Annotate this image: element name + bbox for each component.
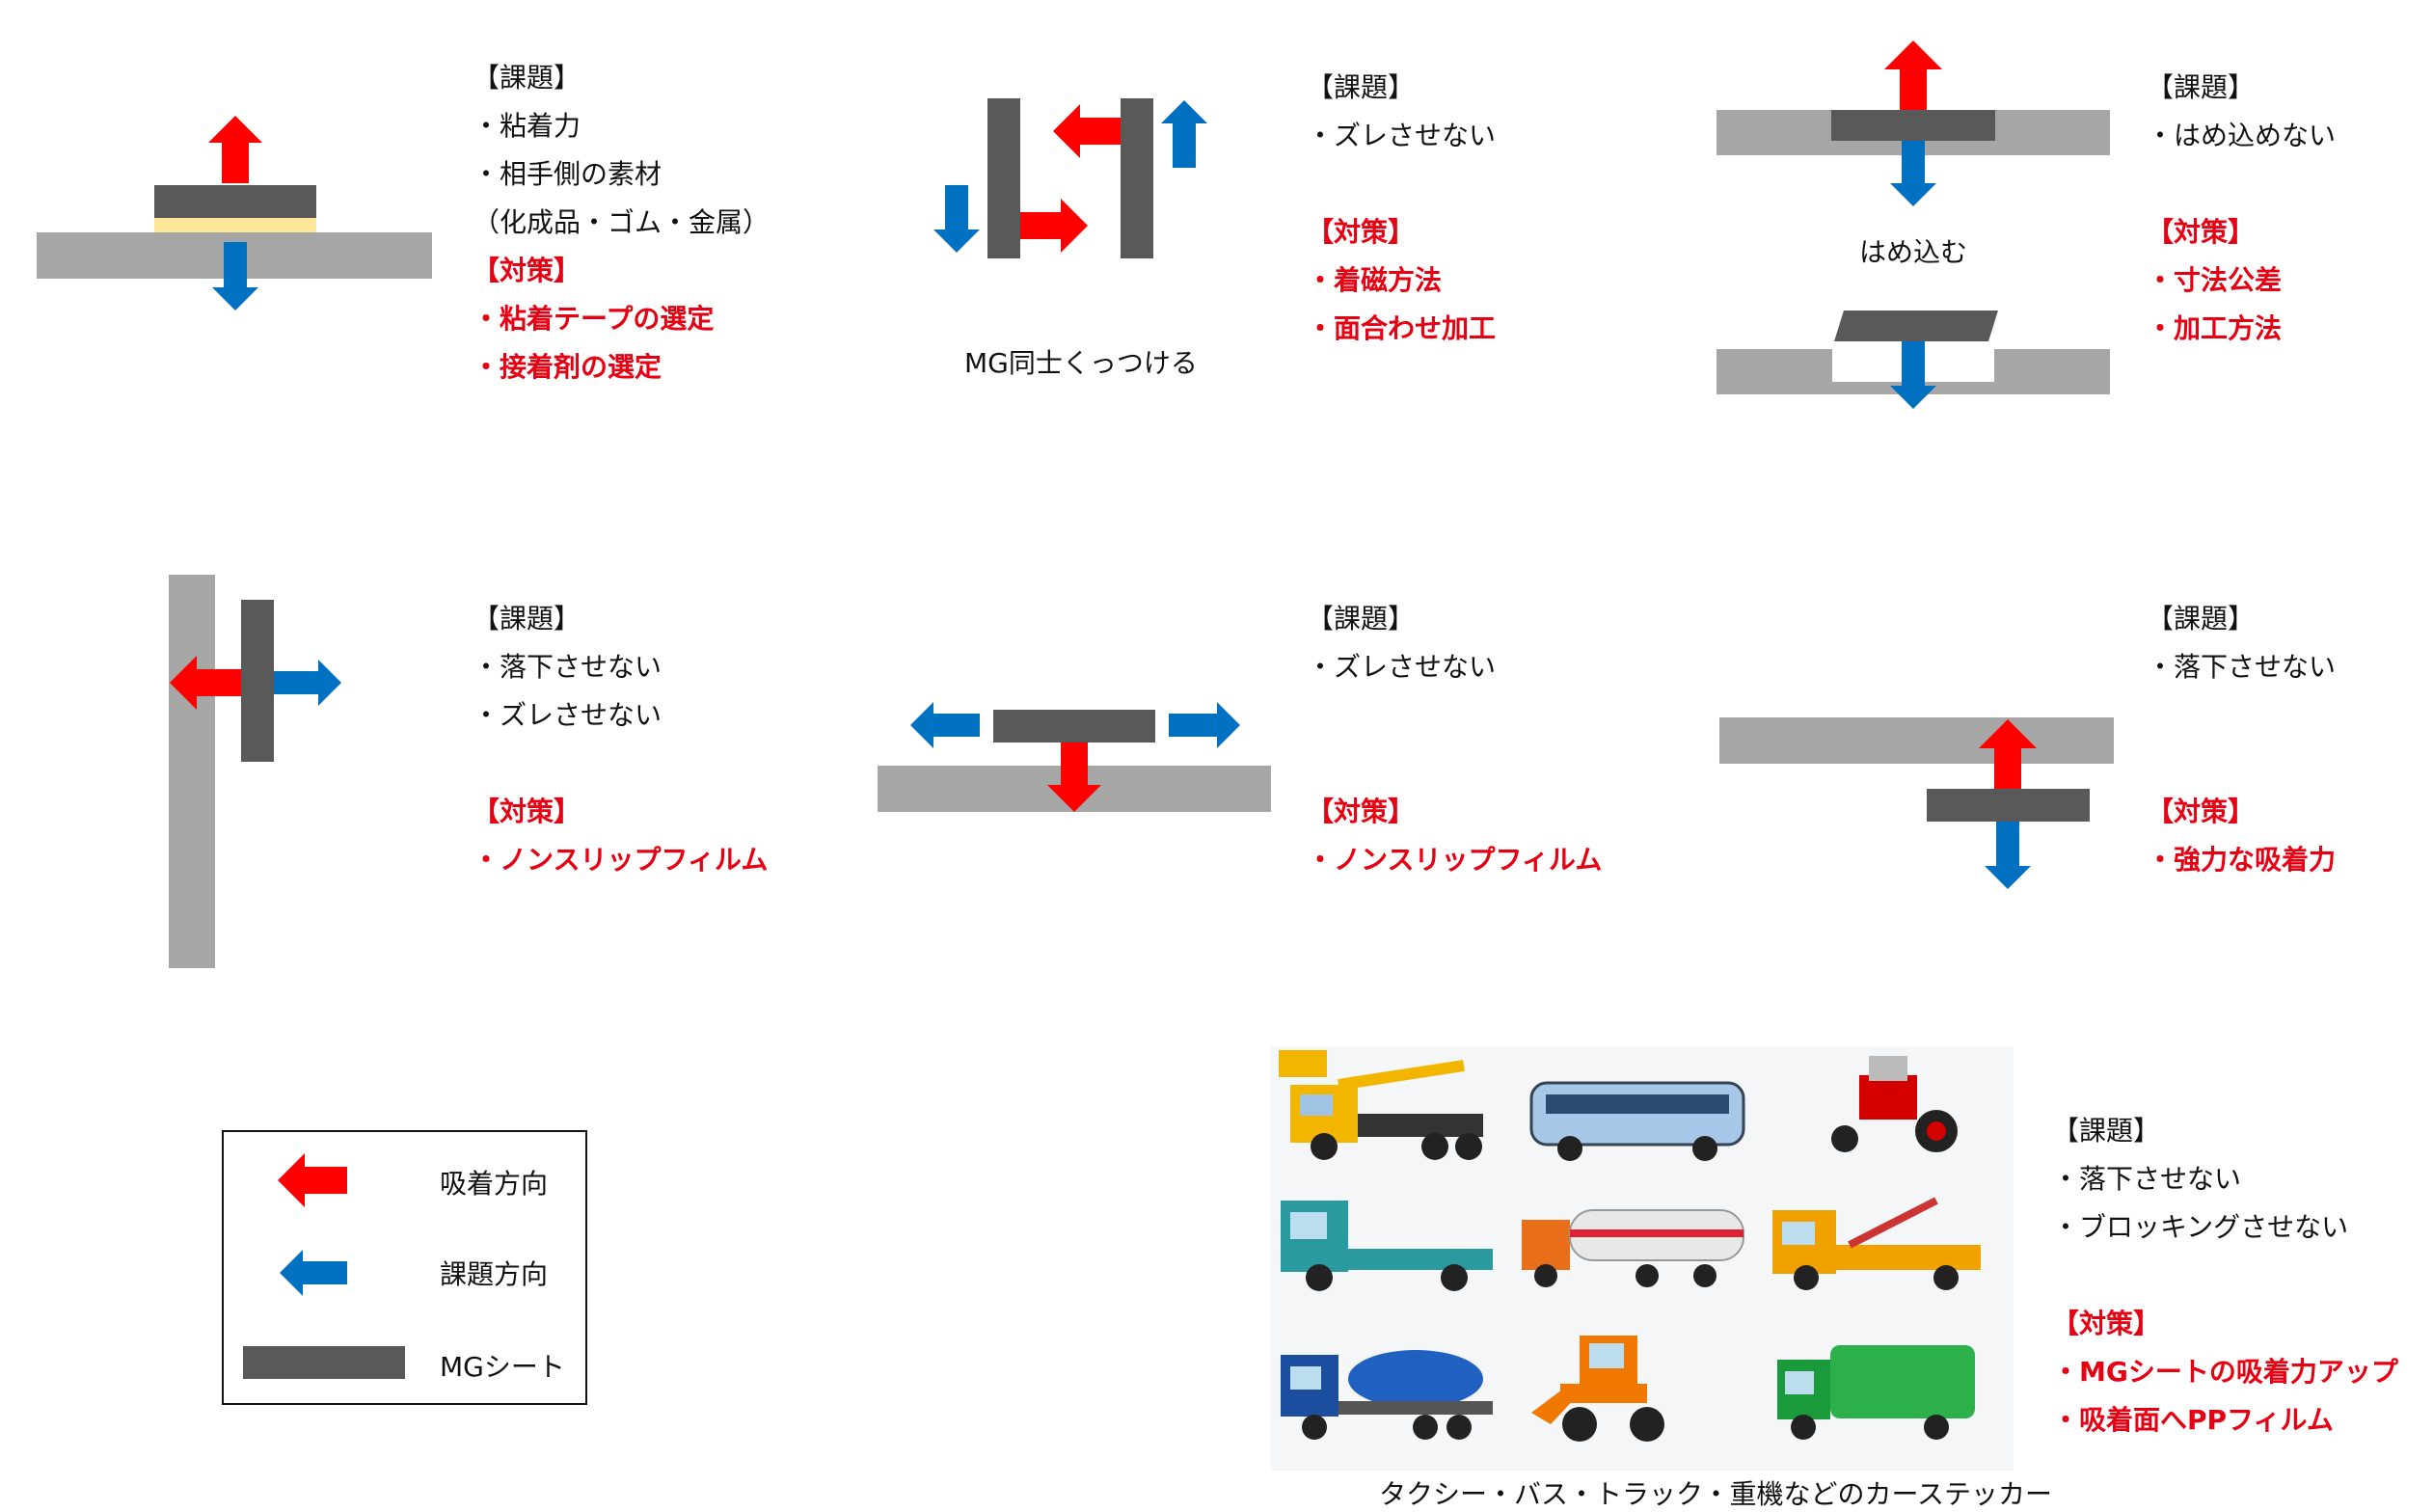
blue-arrow-icon	[1985, 822, 2031, 889]
issue-item: ・ズレさせない	[1307, 651, 1497, 683]
panel-4-illustration	[169, 575, 341, 968]
adhesive-layer	[154, 218, 316, 232]
panel-7-caption: タクシー・バス・トラック・重機などのカーステッカー	[1379, 1478, 2053, 1510]
measure-item: ・強力な吸着力	[2147, 844, 2337, 876]
mg-sheet	[1831, 110, 1995, 141]
legend-icons	[243, 1153, 405, 1379]
measure-item: ・加工方法	[2147, 312, 2283, 344]
blue-arrow-icon	[933, 185, 980, 253]
legend: 吸着方向 課題方向 MGシート	[222, 1130, 587, 1405]
panel-4-text: 【課題】 ・落下させない ・ズレさせない 【対策】 ・ノンスリップフィルム	[473, 595, 768, 884]
wheel-loader-icon	[1531, 1336, 1664, 1442]
garbage-truck-icon	[1777, 1345, 1975, 1440]
measure-item: ・接着剤の選定	[473, 351, 662, 383]
blue-arrow-icon	[1890, 341, 1936, 409]
bus-icon	[1529, 1081, 1745, 1161]
vehicles-illustration	[1271, 1046, 2014, 1471]
issue-item: ・ズレさせない	[1307, 120, 1497, 151]
issue-item: ・はめ込めない	[2147, 120, 2337, 151]
panel-5-illustration	[878, 702, 1271, 812]
panel-3-illustration	[1717, 40, 2110, 409]
issue-header: 【課題】	[473, 603, 581, 634]
measure-item: ・粘着テープの選定	[473, 303, 715, 335]
mixer-truck-icon	[1281, 1350, 1493, 1440]
crane-truck-icon	[1279, 1050, 1483, 1160]
issue-header: 【課題】	[2052, 1115, 2161, 1147]
issue-header: 【課題】	[1307, 71, 1416, 103]
issue-item: ・粘着力	[473, 110, 581, 142]
issue-item: （化成品・ゴム・金属）	[473, 206, 770, 238]
red-arrow-icon	[1979, 719, 2037, 789]
panel-5-text: 【課題】 ・ズレさせない 【対策】 ・ノンスリップフィルム	[1307, 595, 1602, 884]
blue-arrow-icon	[1890, 141, 1936, 206]
measure-item: ・吸着面へPPフィルム	[2052, 1404, 2334, 1436]
red-arrow-icon	[208, 116, 262, 183]
substrate	[169, 575, 215, 968]
panel-3-text: 【課題】 ・はめ込めない 【対策】 ・寸法公差 ・加工方法	[2147, 64, 2336, 353]
measure-header: 【対策】	[1307, 796, 1416, 827]
red-arrow-icon	[278, 1153, 347, 1207]
issue-header: 【課題】	[473, 62, 581, 94]
measure-item: ・MGシートの吸着力アップ	[2052, 1356, 2398, 1388]
blue-arrow-icon	[280, 1250, 347, 1296]
measure-item: ・面合わせ加工	[1307, 312, 1497, 344]
measure-header: 【対策】	[473, 255, 581, 286]
red-arrow-icon	[170, 656, 241, 710]
mg-sheet	[154, 185, 316, 218]
mg-sheet-icon	[243, 1346, 405, 1379]
issue-header: 【課題】	[2147, 603, 2256, 634]
mg-sheet	[987, 98, 1020, 258]
panel-2-caption: MG同士くっつける	[964, 347, 1198, 379]
measure-header: 【対策】	[1307, 216, 1416, 248]
blue-arrow-icon	[1161, 100, 1207, 168]
issue-item: ・落下させない	[473, 651, 662, 683]
legend-label-adhesion: 吸着方向	[440, 1168, 549, 1200]
legend-label-issue: 課題方向	[440, 1258, 549, 1290]
mg-sheet	[1834, 310, 1998, 341]
issue-item: ・落下させない	[2052, 1163, 2242, 1195]
panel-6-illustration	[1719, 717, 2114, 889]
blue-arrow-icon	[1169, 702, 1240, 748]
substrate	[1719, 717, 2114, 764]
red-arrow-icon	[1053, 104, 1121, 158]
mg-sheet	[241, 600, 274, 762]
panel-7-text: 【課題】 ・落下させない ・ブロッキングさせない 【対策】 ・MGシートの吸着力…	[2052, 1107, 2398, 1444]
mg-sheet	[993, 710, 1155, 742]
issue-item: ・落下させない	[2147, 651, 2337, 683]
measure-header: 【対策】	[2147, 216, 2256, 248]
measure-header: 【対策】	[2147, 796, 2256, 827]
issue-item: ・ブロッキングさせない	[2052, 1211, 2349, 1243]
mg-sheet	[1927, 789, 2090, 822]
panel-2-text: 【課題】 ・ズレさせない 【対策】 ・着磁方法 ・面合わせ加工	[1307, 64, 1496, 353]
issue-item: ・相手側の素材	[473, 158, 662, 190]
flatbed-truck-icon	[1281, 1201, 1493, 1291]
measure-header: 【対策】	[473, 796, 581, 827]
crane-cargo-truck-icon	[1772, 1197, 1981, 1290]
panel-1-illustration	[37, 116, 432, 310]
red-arrow-icon	[1047, 742, 1101, 812]
tractor-icon	[1831, 1056, 1958, 1152]
blue-arrow-icon	[212, 242, 258, 310]
legend-label-mg-sheet: MGシート	[440, 1351, 565, 1383]
red-arrow-icon	[1884, 40, 1942, 110]
issue-item: ・ズレさせない	[473, 699, 662, 731]
blue-arrow-icon	[910, 702, 980, 748]
issue-header: 【課題】	[1307, 603, 1416, 634]
tanker-truck-icon	[1522, 1209, 1744, 1287]
red-arrow-icon	[1020, 199, 1088, 253]
measure-item: ・着磁方法	[1307, 264, 1443, 296]
blue-arrow-icon	[274, 660, 341, 706]
panel-1-text: 【課題】 ・粘着力 ・相手側の素材 （化成品・ゴム・金属） 【対策】 ・粘着テー…	[473, 54, 770, 392]
panel-3-caption: はめ込む	[1859, 236, 1968, 268]
measure-item: ・寸法公差	[2147, 264, 2283, 296]
measure-item: ・ノンスリップフィルム	[473, 844, 769, 876]
issue-header: 【課題】	[2147, 71, 2256, 103]
mg-sheet	[1121, 98, 1153, 258]
measure-header: 【対策】	[2052, 1308, 2161, 1339]
measure-item: ・ノンスリップフィルム	[1307, 844, 1603, 876]
panel-2-illustration	[933, 98, 1207, 258]
panel-6-text: 【課題】 ・落下させない 【対策】 ・強力な吸着力	[2147, 595, 2336, 884]
